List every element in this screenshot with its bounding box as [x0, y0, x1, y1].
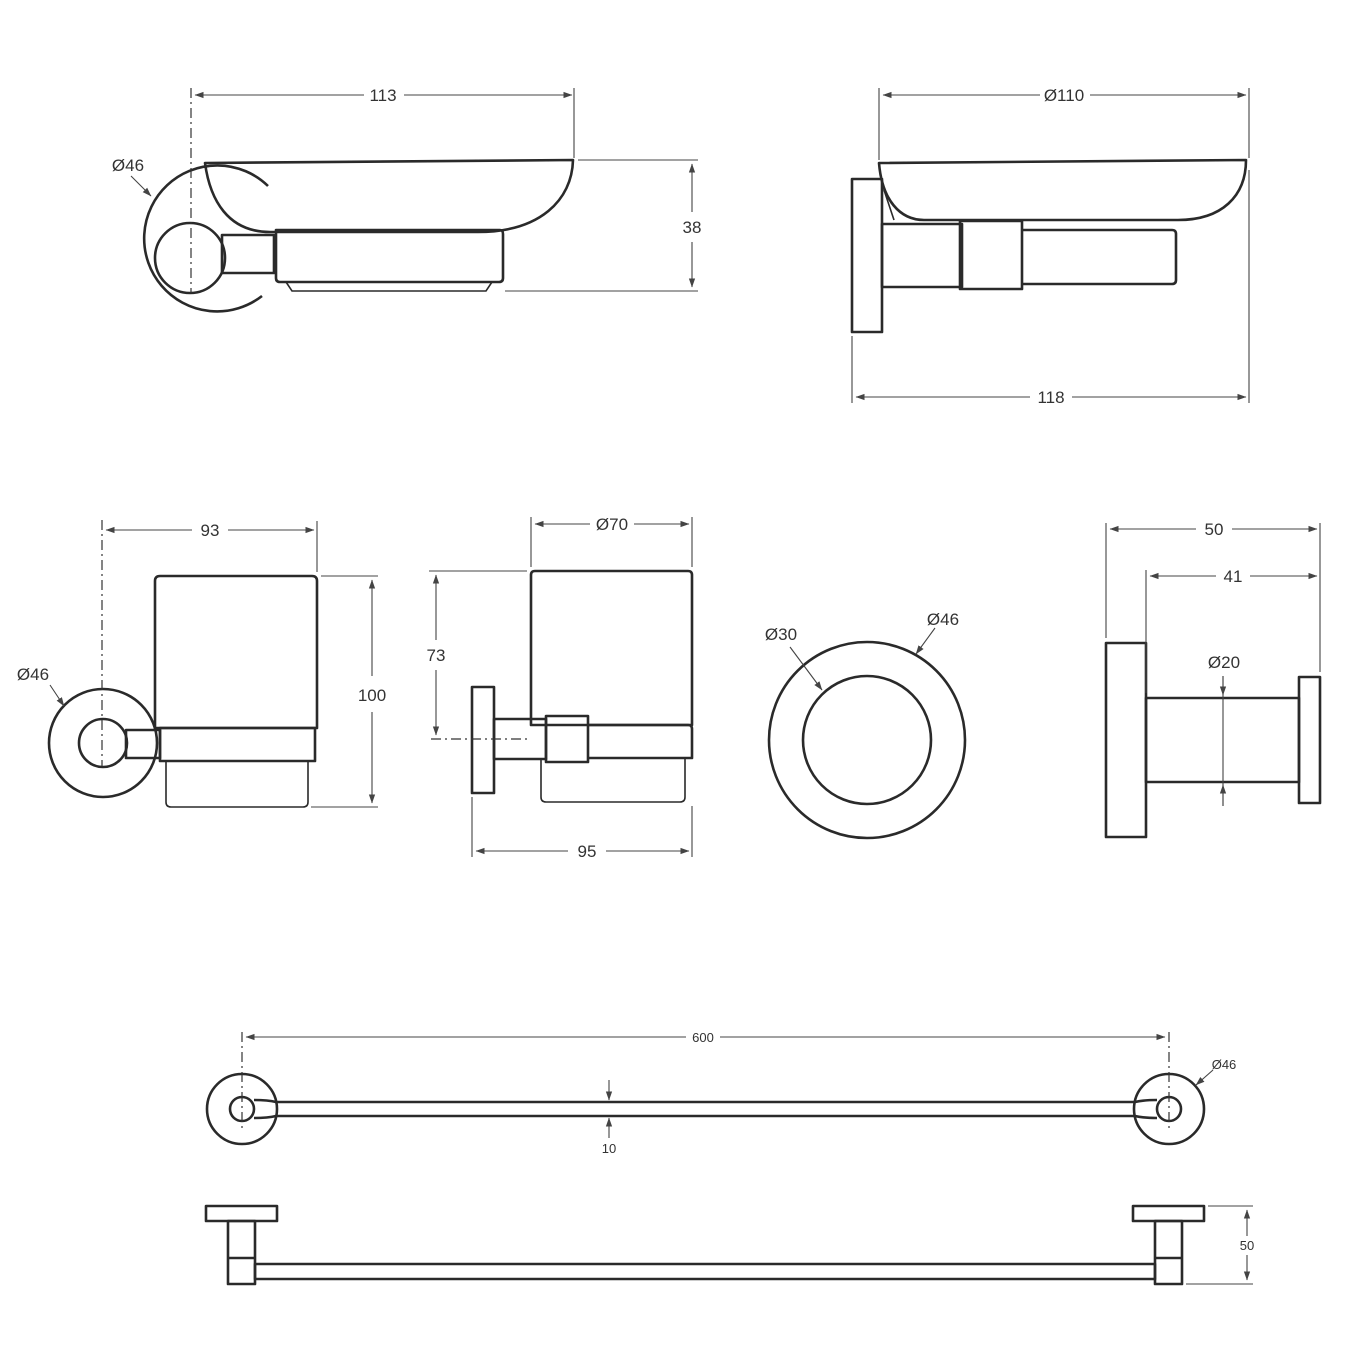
towel-rail-projection-label: 50 — [1240, 1238, 1254, 1253]
towel-rail-side-object — [204, 1204, 1206, 1286]
soap-dish-depth-label: 118 — [1037, 388, 1064, 407]
soap-dish-front-object — [142, 158, 575, 313]
flange-outer-circle — [767, 640, 967, 840]
soap-dish-height-dimension: 38 — [505, 159, 702, 292]
soap-dish-width-dimension: 113 — [194, 86, 575, 158]
towel-rail-front-view: 600 10 Ø46 — [205, 1030, 1237, 1156]
soap-dish-height-label: 38 — [683, 218, 702, 237]
robe-hook-view: 50 41 Ø20 — [1104, 520, 1322, 839]
towel-rail-bar-label: 10 — [602, 1141, 616, 1156]
robe-hook-post-dimension: Ø20 — [1208, 653, 1240, 806]
robe-hook-arm-label: 41 — [1224, 567, 1243, 586]
robe-hook-arm-dimension: 41 — [1145, 567, 1318, 693]
soap-dish-side-diameter-dimension: Ø110 — [878, 86, 1250, 160]
soap-dish-flange-dimension: Ø46 — [112, 156, 152, 197]
tumbler-side-diameter-label: Ø70 — [596, 515, 628, 534]
tumbler-flange-label: Ø46 — [17, 665, 49, 684]
towel-rail-flange-label: Ø46 — [1212, 1057, 1237, 1072]
tumbler-holder-side-view: Ø70 73 95 — [427, 515, 694, 861]
tumbler-height-dimension: 100 — [311, 575, 386, 808]
robe-hook-depth-label: 50 — [1205, 520, 1224, 539]
robe-hook-depth-dimension: 50 — [1105, 520, 1321, 672]
flange-inner-dimension: Ø30 — [765, 625, 823, 691]
soap-dish-side-diameter-label: Ø110 — [1044, 86, 1084, 105]
tumbler-side-depth-label: 95 — [578, 842, 597, 861]
tumbler-width-dimension: 93 — [105, 521, 318, 572]
towel-rail-projection-dimension: 50 — [1186, 1205, 1254, 1285]
robe-hook-post-label: Ø20 — [1208, 653, 1240, 672]
tumbler-width-label: 93 — [201, 521, 220, 540]
soap-dish-front-view: 113 38 Ø46 — [112, 86, 702, 313]
robe-hook-object — [1104, 641, 1322, 839]
tumbler-height-label: 100 — [358, 686, 386, 705]
soap-dish-depth-dimension: 118 — [851, 170, 1250, 407]
towel-rail-length-label: 600 — [692, 1030, 714, 1045]
soap-dish-flange-label: Ø46 — [112, 156, 144, 175]
soap-dish-side-view: Ø110 118 — [850, 86, 1250, 407]
tumbler-holder-front-view: 93 100 Ø46 — [17, 520, 386, 808]
tumbler-flange-dimension: Ø46 — [17, 665, 65, 707]
tumbler-holder-side-object — [470, 569, 694, 803]
towel-rail-bar-dimension: 10 — [602, 1080, 616, 1156]
towel-rail-side-view: 50 — [204, 1204, 1254, 1286]
tumbler-side-height-label: 73 — [427, 646, 446, 665]
tumbler-side-diameter-dimension: Ø70 — [530, 515, 693, 567]
tumbler-side-depth-dimension: 95 — [471, 797, 693, 861]
soap-dish-width-label: 113 — [369, 86, 396, 105]
tumbler-side-height-dimension: 73 — [427, 570, 527, 736]
flange-detail: Ø30 Ø46 — [765, 610, 967, 840]
flange-inner-circle — [801, 674, 933, 806]
towel-rail-length-dimension: 600 — [245, 1030, 1166, 1045]
tumbler-holder-front-object — [47, 574, 319, 808]
towel-rail-front-object — [205, 1072, 1206, 1146]
soap-dish-side-object — [850, 158, 1248, 334]
flange-inner-label: Ø30 — [765, 625, 797, 644]
flange-outer-dimension: Ø46 — [915, 610, 959, 655]
flange-outer-label: Ø46 — [927, 610, 959, 629]
towel-rail-flange-dimension: Ø46 — [1195, 1057, 1237, 1086]
